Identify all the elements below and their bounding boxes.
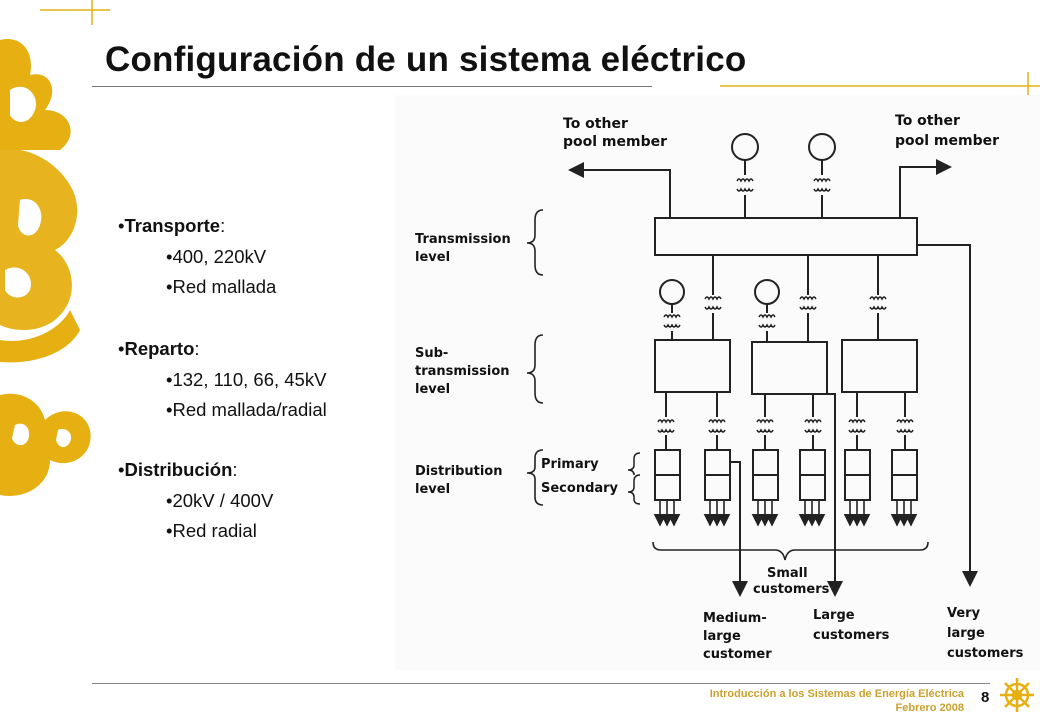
large-customers-label-2: customers	[813, 628, 890, 643]
bullet-distribucion-network: •Red radial	[166, 520, 257, 541]
generator-icon	[808, 133, 836, 161]
transmission-bus	[654, 217, 918, 256]
small-customers-label-1: Small	[767, 566, 808, 581]
primary-label: Primary	[541, 457, 599, 472]
very-large-customers-label-1: Very	[947, 606, 981, 621]
bullet-reparto-label: Reparto	[124, 338, 195, 359]
large-customers-label-1: Large	[813, 608, 855, 623]
bullet-transporte: •Transporte:	[118, 215, 226, 236]
footer-date: Febrero 2008	[895, 702, 964, 714]
bullet-distribucion: •Distribución:	[118, 459, 238, 480]
page-number: 8	[981, 689, 990, 706]
medium-large-customer-label-1: Medium-	[703, 611, 767, 626]
transmission-level-label-1: Transmission	[415, 232, 511, 247]
to-other-pool-left-2: pool member	[563, 134, 667, 150]
bullet-text: 400, 220kV	[172, 246, 267, 267]
subtransmission-level-label-3: level	[415, 382, 450, 397]
transmission-level-label-2: level	[415, 250, 450, 265]
bullet-transporte-network: •Red mallada	[166, 276, 277, 297]
bullet-text: Red mallada/radial	[172, 399, 327, 420]
subtransmission-bus-2	[751, 341, 828, 395]
medium-large-customer-label-3: customer	[703, 647, 772, 662]
bullet-distribucion-label: Distribución	[124, 459, 233, 480]
subtransmission-bus-1	[654, 339, 731, 393]
footer-text: Introducción a los Sistemas de Energía E…	[710, 687, 964, 715]
bullet-reparto-network: •Red mallada/radial	[166, 399, 327, 420]
crop-mark-top-left	[40, 0, 110, 25]
bullet-text: Red mallada	[172, 276, 277, 297]
medium-large-customer-label-2: large	[703, 629, 741, 644]
subtransmission-bus-3	[841, 339, 918, 393]
bullet-transporte-label: Transporte	[124, 215, 221, 236]
bullet-distribucion-voltage: •20kV / 400V	[166, 490, 274, 511]
distribution-level-label-2: level	[415, 482, 450, 497]
bullet-transporte-voltage: •400, 220kV	[166, 246, 267, 267]
generator-icon	[754, 279, 780, 305]
page-title: Configuración de un sistema eléctrico	[105, 40, 747, 79]
to-other-pool-right-2: pool member	[895, 133, 999, 149]
generator-icon	[659, 279, 685, 305]
subtransmission-level-label-1: Sub-	[415, 346, 448, 361]
distribution-level-label-1: Distribution	[415, 464, 502, 479]
bullet-reparto-voltage: •132, 110, 66, 45kV	[166, 369, 327, 390]
very-large-customers-label-2: large	[947, 626, 985, 641]
bullet-text: 132, 110, 66, 45kV	[172, 369, 327, 390]
to-other-pool-left-1: To other	[563, 116, 628, 132]
wheel-logo-icon	[1000, 678, 1034, 712]
subtransmission-level-label-2: transmission	[415, 364, 510, 379]
generator-icon	[731, 133, 759, 161]
power-system-diagram: To other pool member To other pool membe…	[395, 95, 1040, 670]
very-large-customers-label-3: customers	[947, 646, 1024, 661]
decorative-border-pattern	[0, 39, 91, 496]
small-customers-label-2: customers	[753, 582, 830, 597]
bullet-text: Red radial	[172, 520, 257, 541]
bullet-reparto: •Reparto:	[118, 338, 200, 359]
title-underline	[92, 86, 652, 87]
distribution-feeders	[654, 449, 918, 501]
bullet-text: 20kV / 400V	[172, 490, 274, 511]
footer-course-title: Introducción a los Sistemas de Energía E…	[709, 688, 964, 700]
to-other-pool-right-1: To other	[895, 113, 960, 129]
footer-divider	[92, 683, 990, 684]
secondary-label: Secondary	[541, 481, 619, 496]
